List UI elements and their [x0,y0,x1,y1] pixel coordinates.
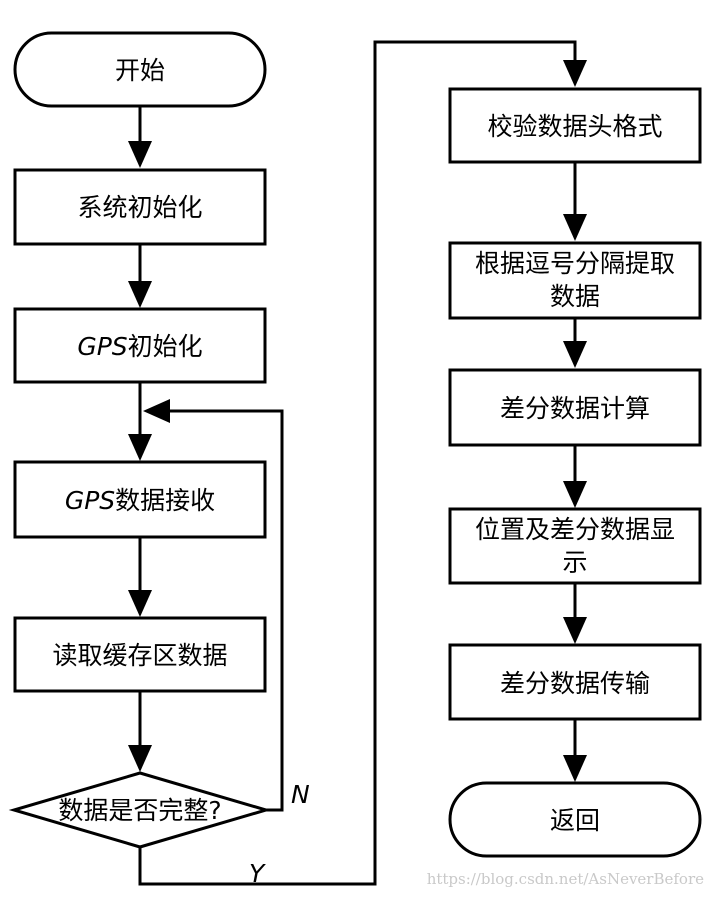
gps-init-label: GPS初始化 [77,332,202,361]
connectors-left [128,40,587,886]
node-extract: 根据逗号分隔提取 数据 [448,241,702,320]
node-diff-transmit: 差分数据传输 [448,643,702,721]
process-shape [448,87,702,164]
yes-label: Y [249,859,266,888]
no-label: N [291,780,310,809]
node-decision: 数据是否完整? [8,771,272,849]
extract-label-line2: 数据 [550,282,600,311]
system-init-label: 系统初始化 [77,193,202,222]
process-shape [13,460,267,539]
arrowhead [563,214,587,241]
arrowhead [128,434,152,461]
node-display: 位置及差分数据显 示 [448,507,702,585]
connectors-right [563,162,587,782]
arrowhead [128,590,152,617]
terminator-shape [13,31,267,108]
extract-label-line1: 根据逗号分隔提取 [475,249,675,278]
arrowhead [563,341,587,368]
node-return: 返回 [448,781,702,858]
arrowhead [128,141,152,168]
node-start: 开始 [13,31,267,108]
process-shape [13,616,267,693]
arrowhead [563,617,587,644]
gps-init-suffix: 初始化 [128,332,203,361]
node-check-header: 校验数据头格式 [448,87,702,164]
node-gps-receive: GPS数据接收 [13,460,267,539]
decision-shape [8,771,272,849]
arrowhead [563,481,587,508]
process-shape [448,368,702,447]
start-label: 开始 [115,56,165,85]
diff-calc-label: 差分数据计算 [500,394,650,423]
watermark: https://blog.csdn.net/AsNeverBefore [427,870,704,888]
edge-yes-path [138,40,577,886]
gps-init-prefix: GPS [77,332,127,361]
node-read-buffer: 读取缓存区数据 [13,616,267,693]
gps-receive-prefix: GPS [65,486,115,515]
process-shape [13,307,267,384]
arrowhead [143,399,170,423]
node-gps-init: GPS初始化 [13,307,267,384]
return-label: 返回 [550,806,600,835]
process-shape [448,241,702,320]
display-label-line1: 位置及差分数据显 [475,515,675,544]
diff-transmit-label: 差分数据传输 [500,669,650,698]
node-system-init: 系统初始化 [13,168,267,246]
arrowhead [128,281,152,308]
process-shape [448,507,702,585]
edge-no-loop [170,409,284,812]
check-header-label: 校验数据头格式 [487,112,662,141]
arrowhead [563,60,587,87]
process-shape [13,168,267,246]
gps-receive-suffix: 数据接收 [115,486,215,515]
decision-label: 数据是否完整? [58,796,221,825]
display-label-line2: 示 [562,548,587,577]
read-buffer-label: 读取缓存区数据 [52,641,227,670]
terminator-shape [448,781,702,858]
arrowhead [563,755,587,782]
gps-receive-label: GPS数据接收 [65,486,215,515]
process-shape [448,643,702,721]
arrowhead [128,745,152,772]
node-diff-calc: 差分数据计算 [448,368,702,447]
